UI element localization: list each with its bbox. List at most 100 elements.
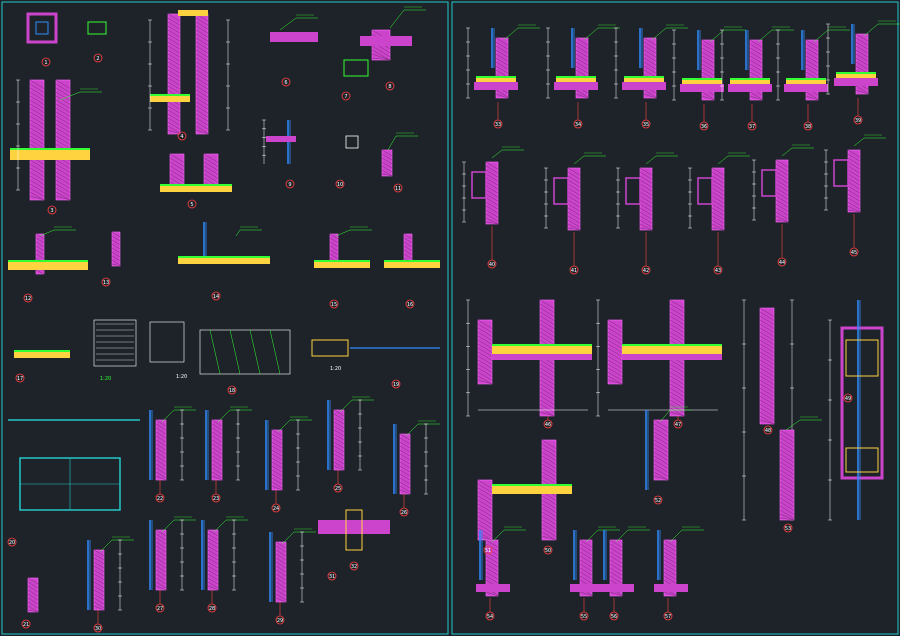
hatch-line bbox=[27, 581, 39, 589]
hatch-line bbox=[639, 195, 653, 204]
hatch-line bbox=[333, 409, 345, 417]
hatch-line bbox=[111, 239, 121, 246]
hatch-line bbox=[477, 371, 493, 381]
hatch-line bbox=[271, 437, 283, 445]
detail-marker-circle bbox=[101, 277, 111, 287]
hatch-line bbox=[579, 547, 593, 556]
detail-marker-label: 22 bbox=[157, 496, 163, 502]
hatch-line bbox=[609, 555, 623, 564]
hatch-line bbox=[539, 379, 555, 389]
hatch-line bbox=[485, 193, 499, 202]
detail-marker-label: 15 bbox=[331, 302, 337, 308]
floor-slab bbox=[834, 78, 878, 86]
hatch-line bbox=[111, 243, 121, 250]
hatch-line bbox=[575, 45, 589, 54]
leader-line bbox=[645, 155, 657, 165]
hatch-line bbox=[711, 191, 725, 200]
hatch-line bbox=[93, 597, 105, 605]
hatch-line bbox=[399, 453, 411, 461]
hatch-line bbox=[663, 555, 677, 564]
hatch-line bbox=[275, 549, 287, 557]
hatch-line bbox=[485, 571, 499, 580]
hatch-line bbox=[759, 399, 775, 409]
hatch-line bbox=[55, 95, 71, 105]
slab-layer bbox=[786, 80, 826, 84]
hatch-line bbox=[805, 55, 819, 64]
sill-detail bbox=[87, 21, 107, 35]
hatch-line bbox=[539, 327, 555, 337]
hatch-line bbox=[639, 211, 653, 220]
hatch-line bbox=[775, 187, 789, 196]
railing-bar bbox=[209, 329, 221, 375]
hatch-line bbox=[701, 39, 715, 48]
hatch-line bbox=[567, 187, 581, 196]
hatch-line bbox=[749, 47, 763, 56]
slab-layer bbox=[160, 186, 232, 192]
hatch-line bbox=[855, 61, 869, 70]
detail-marker-label: 44 bbox=[779, 260, 785, 266]
hatch-line bbox=[759, 319, 775, 329]
hatch-line bbox=[669, 403, 685, 413]
hatch-line bbox=[195, 17, 209, 26]
detail-marker-label: 27 bbox=[157, 606, 163, 612]
hatch-line bbox=[35, 253, 45, 260]
hatch-line bbox=[485, 575, 499, 584]
hatch-line bbox=[539, 403, 555, 413]
hatch-line bbox=[271, 441, 283, 449]
hatch-line bbox=[539, 311, 555, 321]
slab-layer bbox=[476, 78, 516, 82]
hatch-line bbox=[333, 457, 345, 465]
hatch-line bbox=[195, 81, 209, 90]
hatch-line bbox=[477, 527, 493, 537]
hatch-line bbox=[211, 423, 223, 431]
hatch-line bbox=[167, 85, 181, 94]
insulation-layer bbox=[10, 148, 90, 150]
hatch-line bbox=[155, 545, 167, 553]
hatch-line bbox=[847, 205, 861, 213]
column-core bbox=[35, 21, 49, 35]
hatch-line bbox=[203, 157, 219, 167]
slab-layer bbox=[492, 486, 572, 494]
hatch-line bbox=[579, 567, 593, 576]
hatch-line bbox=[169, 157, 185, 167]
hatch-line bbox=[111, 231, 121, 238]
hatch-line bbox=[805, 95, 819, 101]
leader-line bbox=[335, 229, 351, 237]
leader-line bbox=[583, 27, 599, 41]
hatch-line bbox=[403, 237, 413, 244]
detail-marker-circle bbox=[93, 53, 103, 63]
leader-line bbox=[651, 27, 667, 41]
hatch-line bbox=[29, 135, 45, 145]
slab-layer bbox=[556, 78, 596, 82]
hatch-line bbox=[855, 45, 869, 54]
detail-marker-circle bbox=[569, 265, 579, 275]
hatch-line bbox=[847, 165, 861, 174]
hatch-line bbox=[541, 515, 557, 525]
hatch-line bbox=[29, 139, 45, 149]
hatch-line bbox=[539, 387, 555, 397]
hatch-line bbox=[711, 199, 725, 208]
detail-marker-circle bbox=[783, 523, 793, 533]
hatch-line bbox=[759, 335, 775, 345]
detail-marker-label: 16 bbox=[407, 302, 413, 308]
hatch-line bbox=[29, 83, 45, 93]
hatch-line bbox=[167, 109, 181, 118]
hatch-line bbox=[669, 375, 685, 385]
hatch-line bbox=[669, 331, 685, 341]
hatch-line bbox=[35, 249, 45, 256]
hatch-line bbox=[27, 577, 39, 585]
hatch-line bbox=[203, 169, 219, 179]
hatch-line bbox=[271, 457, 283, 465]
hatch-line bbox=[575, 65, 589, 74]
hatch-line bbox=[805, 63, 819, 72]
hatch-line bbox=[29, 107, 45, 117]
hatch-line bbox=[539, 307, 555, 317]
floor-slab bbox=[680, 84, 724, 92]
hatch-line bbox=[609, 551, 623, 560]
hatch-line bbox=[167, 61, 181, 70]
leader-line bbox=[669, 529, 683, 543]
hatch-line bbox=[639, 203, 653, 212]
hatch-line bbox=[207, 569, 219, 577]
